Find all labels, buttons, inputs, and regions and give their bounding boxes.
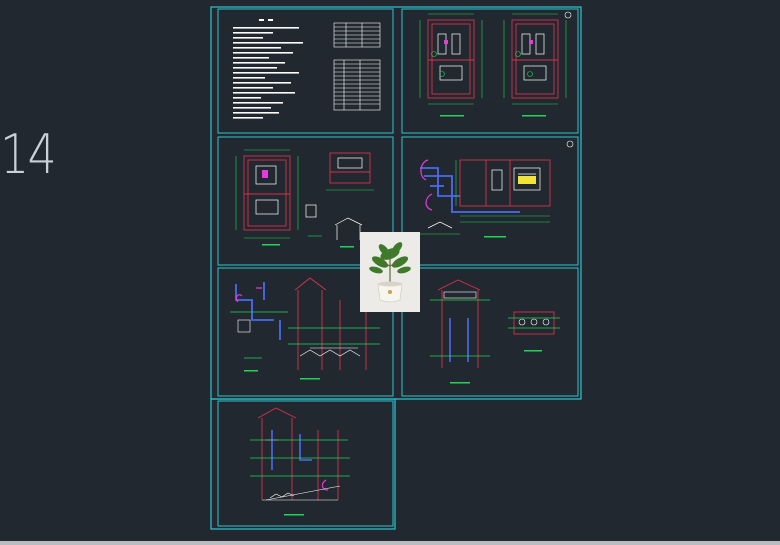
plant-icon [360,232,420,312]
sheet-frame [210,6,582,530]
section-c-panel[interactable] [217,400,394,527]
status-bar [0,541,780,545]
section-b-panel[interactable] [401,267,579,397]
sheet-number-label: 14 [0,123,57,186]
floor-plans-panel[interactable] [401,8,579,134]
design-notes-panel[interactable] [217,8,394,134]
plant-photo-thumbnail[interactable] [360,232,420,312]
section-a-panel[interactable] [217,267,394,397]
piping-plan-panel[interactable] [401,136,579,266]
